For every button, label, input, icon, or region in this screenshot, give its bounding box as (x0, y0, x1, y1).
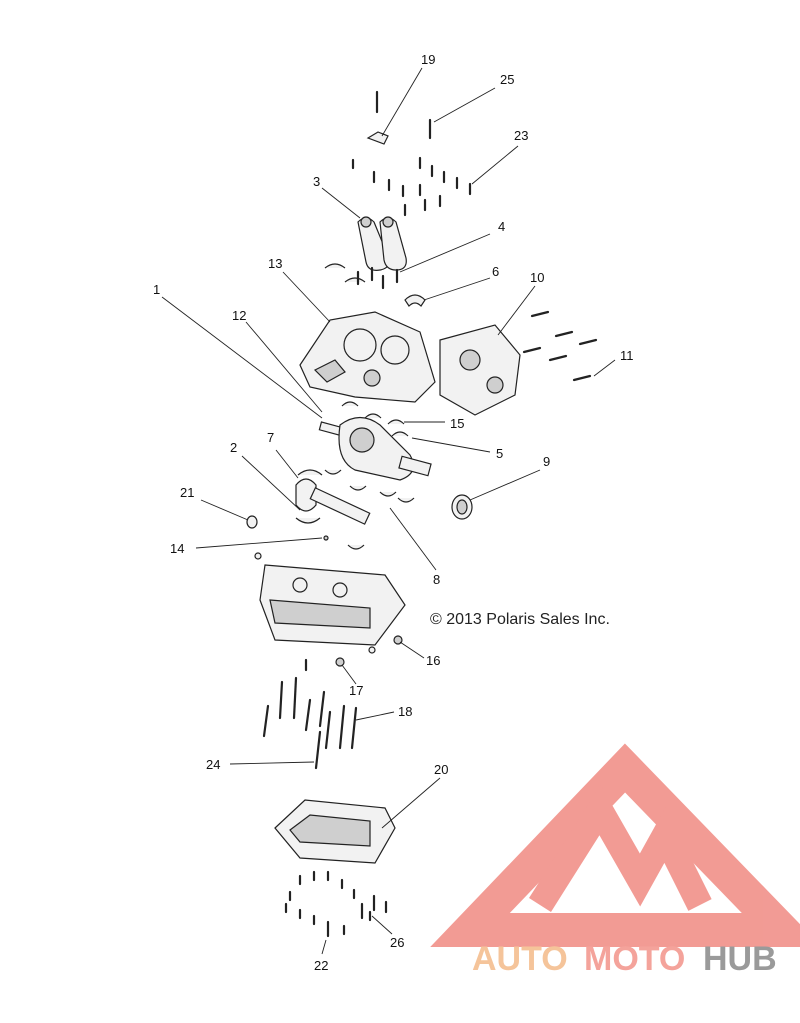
part-8-bearings (324, 469, 415, 503)
callout-19: 19 (421, 52, 435, 67)
part-1-crankshaft (318, 416, 432, 481)
callout-6: 6 (492, 264, 499, 279)
callout-24: 24 (206, 757, 220, 772)
callout-13: 13 (268, 256, 282, 271)
watermark-logo (430, 743, 800, 947)
callout-7: 7 (267, 430, 274, 445)
part-23-bolts (351, 156, 472, 217)
lower-crankcase (259, 564, 406, 646)
callout-5: 5 (496, 446, 503, 461)
callout-1: 1 (153, 282, 160, 297)
part-11-bolts (522, 310, 598, 382)
part-20-oil-pan (274, 799, 396, 864)
callout-18: 18 (398, 704, 412, 719)
callout-9: 9 (543, 454, 550, 469)
callout-26: 26 (390, 935, 404, 950)
callout-4: 4 (498, 219, 505, 234)
part-4-rod-bolts (324, 263, 399, 290)
part-19-bolt-clip (366, 90, 389, 145)
part-18-bolts (262, 658, 358, 750)
callout-3: 3 (313, 174, 320, 189)
part-24-bolt (314, 730, 322, 770)
part-9-seal (451, 494, 473, 520)
callout-21: 21 (180, 485, 194, 500)
part-21-dowel (246, 515, 258, 529)
callout-8: 8 (433, 572, 440, 587)
watermark-m-shape (529, 784, 712, 912)
callout-10: 10 (530, 270, 544, 285)
callout-20: 20 (434, 762, 448, 777)
part-13-upper-crankcase (299, 311, 436, 403)
part-17-plug (335, 657, 345, 667)
part-3-connecting-rods (357, 216, 407, 271)
watermark-hub: HUB (703, 940, 777, 978)
watermark-moto: MOTO (584, 940, 685, 978)
watermark-triangle (430, 743, 800, 947)
copyright-notice: © 2013 Polaris Sales Inc. (430, 611, 610, 628)
callout-14: 14 (170, 541, 184, 556)
watermark-auto: AUTO (472, 940, 568, 978)
callout-2: 2 (230, 440, 237, 455)
part-26-bolts (360, 894, 388, 922)
callout-22: 22 (314, 958, 328, 973)
part-2-balance-shaft (295, 469, 371, 550)
callout-23: 23 (514, 128, 528, 143)
callout-11: 11 (620, 348, 634, 363)
callout-15: 15 (450, 416, 464, 431)
part-6-bearing-shells (404, 294, 426, 307)
callout-25: 25 (500, 72, 514, 87)
part-15-bearings (341, 401, 409, 437)
callout-labels: 19 25 23 3 4 6 10 13 1 12 11 15 2 7 5 9 … (153, 52, 634, 973)
watermark-wordmark: AUTO MOTO HUB (472, 940, 777, 978)
part-14-pins (254, 535, 329, 560)
callout-17: 17 (349, 683, 363, 698)
part-10-housing (439, 324, 521, 416)
leader-lines (161, 67, 616, 955)
callout-16: 16 (426, 653, 440, 668)
part-22-bolts (284, 870, 356, 938)
callout-12: 12 (232, 308, 246, 323)
